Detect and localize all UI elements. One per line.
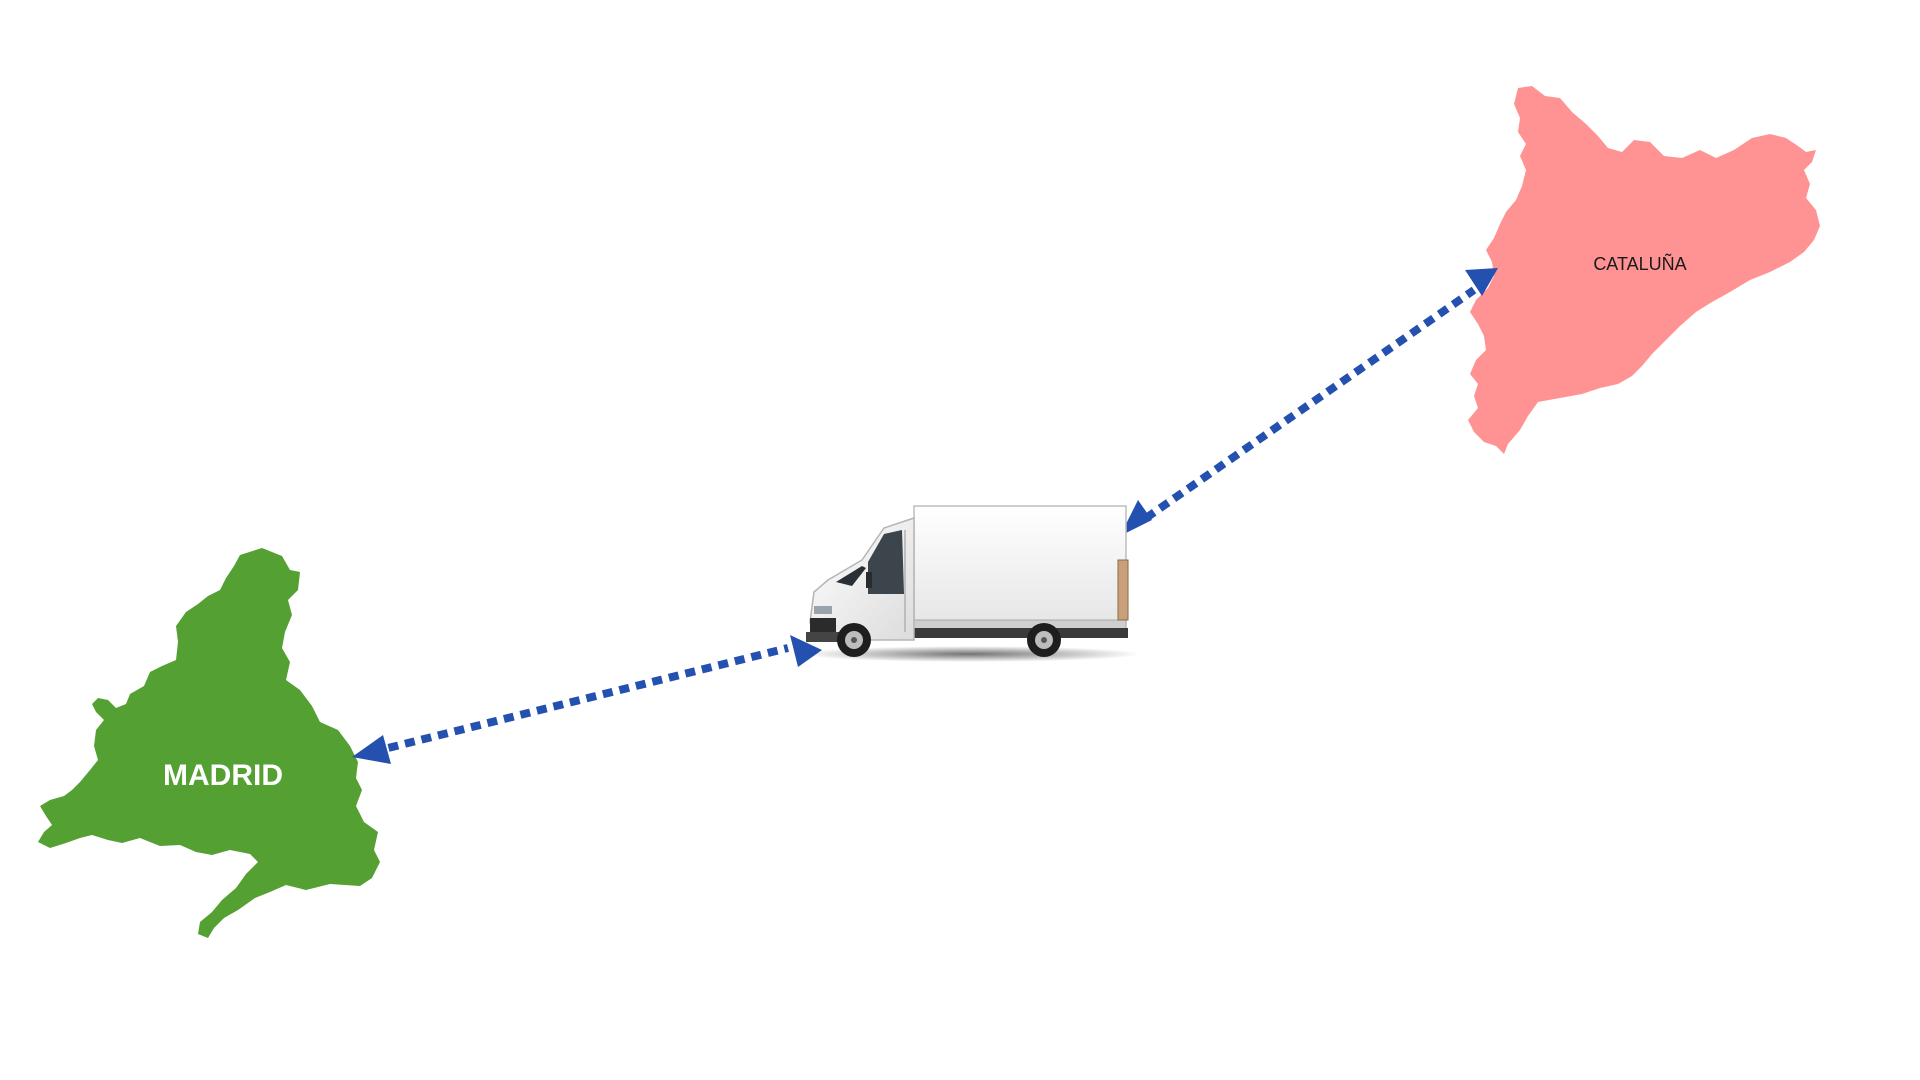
headlight [814, 606, 832, 614]
side-mirror [866, 572, 872, 588]
madrid-label: MADRID [163, 759, 283, 792]
windshield [836, 566, 866, 586]
cataluna-label: CATALUÑA [1593, 253, 1686, 274]
grille [810, 618, 836, 632]
connector-madrid-truck [352, 635, 822, 764]
bumper [806, 632, 846, 642]
arrowhead-cataluna [1465, 268, 1498, 296]
cataluna-map-shape [1468, 86, 1820, 454]
cargo-box [913, 505, 1127, 625]
connector-truck-cataluna [1120, 268, 1498, 536]
arrowhead-madrid [352, 735, 391, 764]
dotted-line [1143, 286, 1477, 522]
rear-wheel [1027, 623, 1061, 657]
madrid-map-shape [38, 548, 380, 938]
dotted-line [371, 644, 789, 756]
box-truck [800, 505, 1140, 662]
chassis [868, 628, 1128, 638]
arrowhead-truck-front [790, 635, 822, 667]
front-wheel [837, 623, 871, 657]
tail-lift [1117, 559, 1129, 621]
cab-window [868, 530, 904, 594]
cataluna-region: CATALUÑA [1468, 86, 1820, 454]
arrowhead-truck-rear [1120, 500, 1152, 536]
madrid-region: MADRID [38, 548, 380, 938]
